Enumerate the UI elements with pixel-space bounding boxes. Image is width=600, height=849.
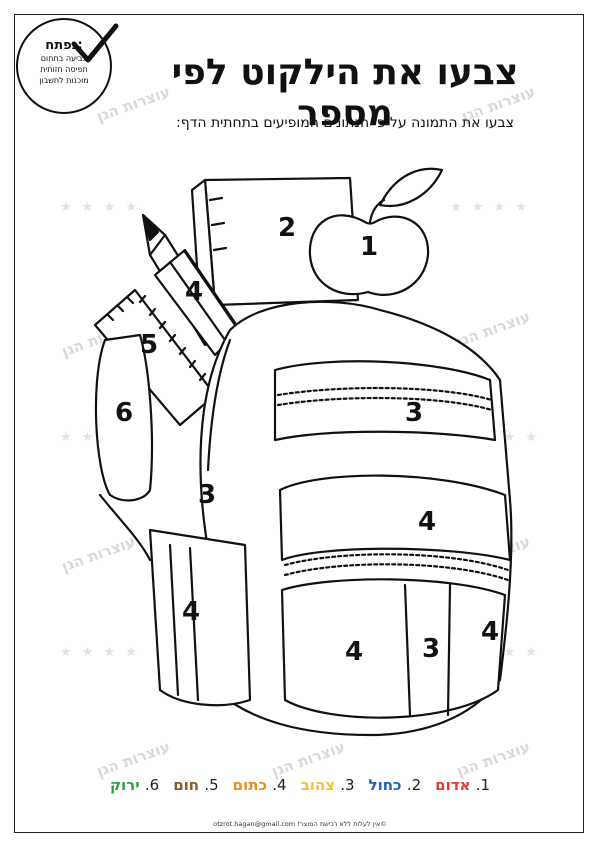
side-pocket xyxy=(94,333,154,502)
copyright-footer: ©אין לעלות ללא רכישת המוצר! otzrot.hagan… xyxy=(213,820,387,828)
legend-label: צהוב xyxy=(300,776,335,794)
legend-number: 3. xyxy=(340,776,355,794)
legend-label: כתום xyxy=(232,776,267,794)
region-number-side-bottle: 4 xyxy=(182,597,201,627)
legend-item: 5. חום xyxy=(173,776,218,794)
region-number-front-pocket: 4 xyxy=(418,507,437,537)
page-subtitle: צבעו את התמונה על פי הנתונים המופיעים בת… xyxy=(176,115,514,131)
apple-leaf xyxy=(378,167,444,208)
color-legend: 1. אדום 2. כחול 3. צהוב 4. כתום 5. חום 6… xyxy=(30,776,570,794)
region-number-ruler: 5 xyxy=(140,330,159,360)
badge-title: נפתח: xyxy=(45,38,83,53)
legend-label: אדום xyxy=(435,776,471,794)
legend-number: 1. xyxy=(475,776,491,794)
side-bottle-pocket xyxy=(148,528,252,707)
region-number-front-top: 3 xyxy=(405,398,424,428)
region-number-side-pocket: 6 xyxy=(115,398,134,428)
legend-number: 4. xyxy=(272,776,287,794)
apple xyxy=(308,214,430,296)
legend-label: ירוק xyxy=(109,776,140,794)
region-number-bottom-left: 4 xyxy=(345,637,364,667)
legend-item: 2. כחול xyxy=(369,776,422,794)
page-title: צבעו את הילקוט לפי מספר xyxy=(171,52,519,134)
legend-item: 1. אדום xyxy=(435,776,490,794)
legend-item: 4. כתום xyxy=(233,776,287,794)
legend-number: 6. xyxy=(144,776,160,794)
legend-number: 5. xyxy=(204,776,219,794)
front-pocket xyxy=(278,474,512,562)
region-number-bottom-right: 4 xyxy=(481,617,500,647)
badge-line: צביעה בתחום xyxy=(40,54,88,63)
legend-label: כחול xyxy=(368,776,402,794)
badge-line: מוכנות לחשבון xyxy=(39,76,89,85)
star-row-decoration: ★ ★ ★ ★ xyxy=(450,200,531,215)
star-row-decoration: ★ ★ ★ ★ xyxy=(60,200,141,215)
legend-label: חום xyxy=(173,776,200,794)
front-top-pocket xyxy=(273,360,497,442)
legend-item: 6. ירוק xyxy=(110,776,159,794)
region-number-book: 2 xyxy=(278,213,297,243)
checkmark-icon xyxy=(71,23,119,63)
skills-badge: נפתח: צביעה בתחום תפיסה חזותית מוכנות לח… xyxy=(16,18,112,114)
legend-number: 2. xyxy=(406,776,422,794)
region-number-strap: 3 xyxy=(198,480,217,510)
region-number-bottom-middle: 3 xyxy=(422,634,441,664)
star-row-decoration: ★ ★ ★ ★ xyxy=(60,645,141,660)
legend-item: 3. צהוב xyxy=(301,776,355,794)
page-frame xyxy=(14,14,584,833)
region-number-pencils: 4 xyxy=(185,277,204,307)
bottom-pocket xyxy=(280,578,507,719)
badge-line: תפיסה חזותית xyxy=(40,65,88,74)
region-number-apple: 1 xyxy=(360,232,379,262)
